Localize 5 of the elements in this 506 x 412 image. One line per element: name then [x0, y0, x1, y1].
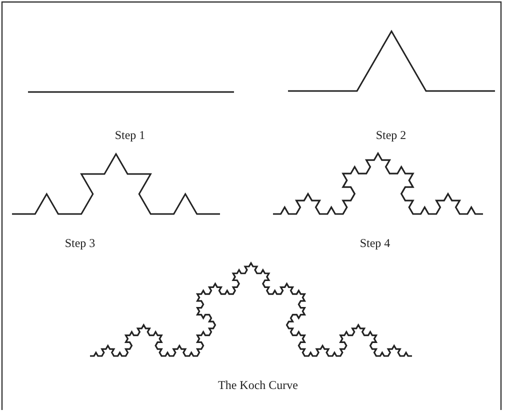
step-label: Step 4: [360, 236, 390, 251]
caption: The Koch Curve: [218, 378, 298, 393]
step-label: Step 3: [64, 236, 96, 251]
step-label: Step 2: [376, 128, 406, 143]
step-label: Step 1: [114, 128, 146, 143]
